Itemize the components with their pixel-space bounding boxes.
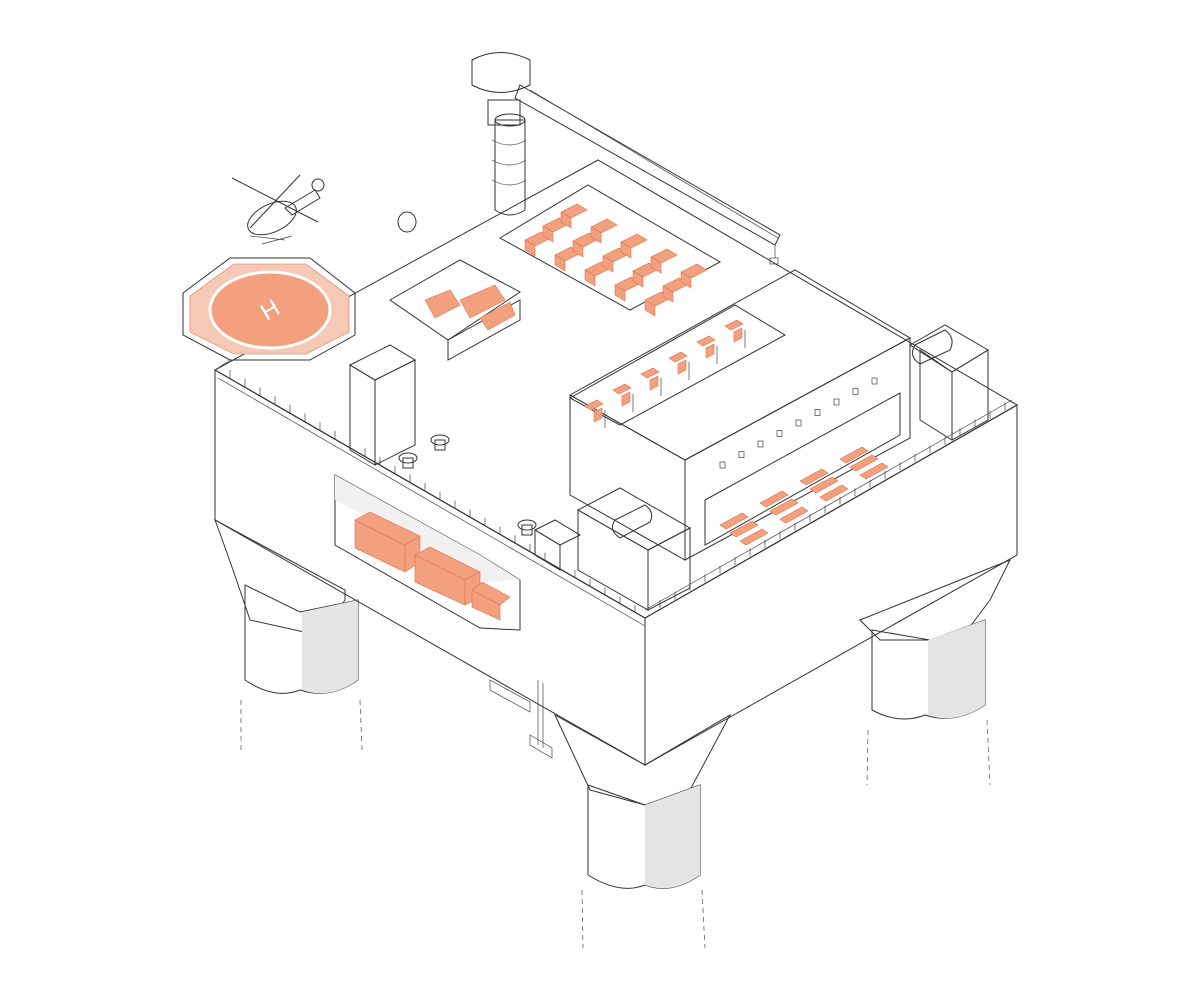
table-icon (849, 454, 879, 472)
storage-area (499, 184, 722, 317)
tank-unit-right (909, 324, 989, 441)
vent-icon (517, 519, 537, 536)
railing-right (659, 402, 1006, 608)
crane-icon (471, 52, 781, 265)
table-icon (759, 490, 789, 508)
bed-icon (584, 399, 604, 411)
table-group (719, 446, 889, 546)
table-icon (779, 506, 809, 524)
helicopter-icon (231, 174, 325, 245)
leg-front (553, 713, 732, 949)
shelf-icon (632, 270, 644, 288)
shelf-icon (560, 211, 572, 229)
engine-icon (471, 581, 511, 621)
engine-icon (354, 511, 421, 573)
bed-icon (612, 383, 632, 395)
tower-block (348, 344, 417, 466)
shelf-group (524, 203, 708, 317)
shelf-icon (542, 225, 554, 243)
helipad: H (182, 257, 356, 371)
bed-icon (705, 343, 715, 359)
ladder (489, 679, 553, 759)
table-icon (809, 476, 839, 494)
shelf-icon (554, 254, 566, 272)
bed-icon (668, 351, 688, 363)
engine-room (334, 474, 521, 631)
shelf-icon (590, 226, 602, 244)
shelf-icon (572, 240, 584, 258)
tank-unit-front (533, 487, 692, 611)
table-icon (739, 528, 769, 546)
table-icon (729, 520, 759, 538)
vents (397, 211, 537, 536)
window (795, 419, 802, 427)
table-icon (819, 484, 849, 502)
tank-icon (611, 504, 653, 539)
window (871, 377, 878, 385)
windows-group (719, 377, 878, 469)
table-icon (839, 446, 869, 464)
bed-icon (640, 367, 660, 379)
vent-icon (430, 434, 450, 451)
shelf-icon (524, 239, 536, 257)
vent-icon (397, 211, 417, 233)
platform-legs (214, 518, 1012, 949)
workshop-room (389, 259, 521, 361)
window (776, 430, 783, 437)
bed-icon (621, 391, 631, 407)
window (719, 461, 726, 469)
window (814, 409, 821, 416)
shelf-icon (614, 284, 626, 302)
shelf-icon (680, 271, 692, 289)
table-icon (719, 512, 749, 530)
shelf-icon (602, 255, 614, 273)
window (852, 388, 859, 395)
accommodation-block (568, 269, 912, 561)
shelf-icon (584, 269, 596, 287)
window (738, 451, 745, 458)
bed-icon (677, 359, 687, 375)
shelf-icon (662, 285, 674, 303)
window (757, 440, 764, 448)
window (833, 398, 840, 406)
shelf-icon (650, 256, 662, 274)
tank-icon (911, 329, 953, 365)
vent-icon (398, 452, 418, 469)
leg-back-left (214, 518, 363, 751)
cabins-group (584, 319, 746, 428)
leg-back-right (859, 559, 1012, 786)
table-icon (769, 498, 799, 516)
helipad-icon: H (182, 257, 356, 361)
bed-icon (696, 335, 716, 347)
bed-icon (593, 407, 603, 423)
shelf-icon (424, 284, 516, 331)
bed-icon (649, 375, 659, 391)
bed-icon (724, 319, 744, 331)
shelf-icon (620, 241, 632, 259)
table-icon (799, 468, 829, 486)
bed-icon (733, 327, 743, 343)
table-icon (859, 462, 889, 480)
shelf-icon (644, 299, 656, 317)
